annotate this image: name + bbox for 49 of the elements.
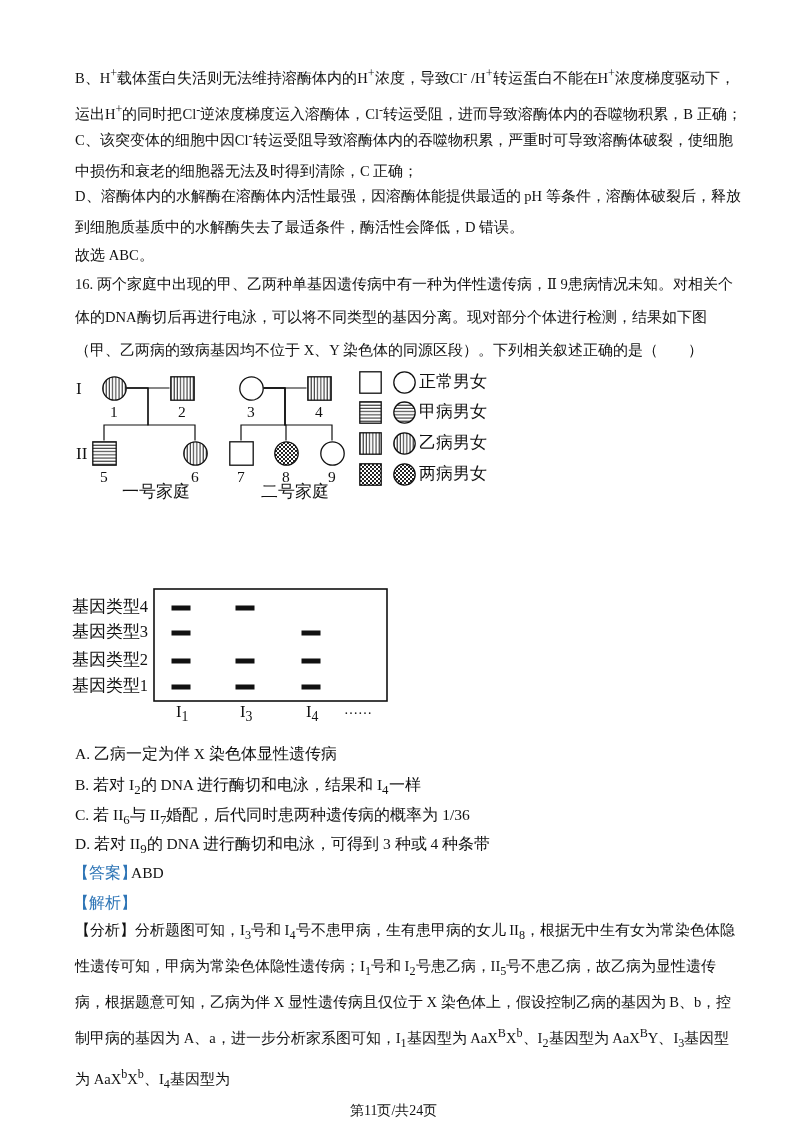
- row-label: 基因类型3: [71, 624, 148, 641]
- option-text: D. 若对 II$_{9}$的 DNA 进行酶切和电泳，可得到 3 种或 4 种条带: [75, 836, 491, 856]
- question-text: 16. 两个家庭中出现的甲、乙两种单基因遗传病中有一种为伴性遗传病，Ⅱ 9患病情况未知。对相关个体的DNA酶切后再进行电泳，可以将不同类型的基因分离。现对部分个体进行检测，结果如下图（甲、乙两病的致病基因均不位于 X、Y 染色体的同源区段）。下列相关叙述正确的是（ ）: [75, 275, 734, 360]
- analysis-heading: 【解析】: [73, 895, 137, 911]
- family-label: 二号家庭: [261, 483, 329, 500]
- female-symbol: [238, 375, 264, 401]
- individual-number: 9: [328, 468, 336, 484]
- individual-number: 5: [100, 468, 108, 484]
- individual-number: 7: [237, 468, 245, 484]
- female-symbol: [273, 440, 299, 466]
- individual-number: 8: [282, 468, 290, 484]
- paragraph: 【分析】分析题图可知，I$_{3}$号和 I$_{4}$号不患甲病，生有患甲病的女儿 II$_{8}$，根据无中生有女为常染色体隐性遗传可知，甲病为常染色体隐性遗传病；I$_{1}$号和 I$_{2}$号患乙病，II$_{5}$号不患乙病，故乙病为显性遗传病，根据题意可知，乙病为伴 X 显性遗传病且仅位于 X 染色体上，假设控制乙病的基因为 B、b，控制甲病的基因为 A、a，进一步分析家系图可知，I$_{1}$基因型为 AaX$^{B}$X$^{b}$、I$_{2}$基因型为 AaX$^{B}$Y、I$_{3}$基因型为 AaX$^{b}$X$^{b}$、I$_{4}$基因型为: [75, 921, 736, 1093]
- individual-number: 3: [247, 403, 255, 419]
- legend-label: 乙病男女: [419, 434, 487, 451]
- ellipsis: ……: [344, 703, 372, 717]
- individual-number: 1: [110, 403, 118, 419]
- paragraph: C、该突变体的细胞中因Cl$^{-}$转运受阻导致溶酶体内的吞噬物积累，严重时可导致溶酶体破裂，使细胞中损伤和衰老的细胞器无法及时得到清除，C 正确；: [75, 127, 734, 181]
- lane-label: I$_{1}$: [176, 704, 189, 725]
- individual-number: 2: [178, 403, 186, 419]
- lane-label: I$_{3}$: [240, 704, 253, 725]
- female-symbol: [101, 375, 127, 401]
- legend-label: 两病男女: [419, 465, 487, 482]
- generation-label: I: [76, 380, 82, 397]
- lane-label: I$_{4}$: [306, 704, 319, 725]
- option-text: C. 若 II$_{6}$与 II$_{7}$婚配，后代同时患两种遗传病的概率为 1/36: [75, 807, 470, 827]
- option-text: B. 若对 I$_{2}$的 DNA 进行酶切和电泳，结果和 I$_{4}$一样: [75, 777, 421, 797]
- pedigree-line: [262, 387, 333, 442]
- individual-number: 4: [315, 403, 323, 419]
- legend-label: 甲病男女: [419, 403, 487, 420]
- generation-label: II: [76, 445, 88, 462]
- paragraph: B、H$^{+}$载体蛋白失活则无法维持溶酶体内的H$^{+}$浓度，导致Cl$^{-}$ /H$^{+}$转运蛋白不能在H$^{+}$浓度梯度驱动下，运出H$^{+}$的同时把Cl$^{-}$逆浓度梯度运入溶酶体，Cl$^{-}$转运受阻，进而导致溶酶体内的吞噬物积累，B 正确；: [75, 65, 743, 124]
- row-label: 基因类型2: [71, 652, 148, 669]
- female-symbol: [319, 440, 345, 466]
- paragraph: 故选 ABC。: [75, 246, 155, 265]
- male-symbol: [228, 440, 254, 466]
- answer-text: ABD: [131, 865, 164, 881]
- pedigree-line: [125, 387, 196, 442]
- male-symbol: [306, 375, 332, 401]
- paragraph: D、溶酶体内的水解酶在溶酶体内活性最强，因溶酶体能提供最适的 pH 等条件，溶酶体破裂后，释放到细胞质基质中的水解酶失去了最适条件，酶活性会降低，D 错误。: [75, 187, 742, 237]
- row-label: 基因类型4: [71, 599, 148, 616]
- family-label: 一号家庭: [122, 483, 190, 500]
- page-number: 第11页/共24页: [350, 1104, 438, 1118]
- row-label: 基因类型1: [71, 678, 148, 695]
- individual-number: 6: [191, 468, 199, 484]
- legend-label: 正常男女: [419, 373, 487, 390]
- option-text: A. 乙病一定为伴 X 染色体显性遗传病: [75, 746, 337, 762]
- male-symbol: [169, 375, 195, 401]
- male-symbol: [91, 440, 117, 466]
- female-symbol: [182, 440, 208, 466]
